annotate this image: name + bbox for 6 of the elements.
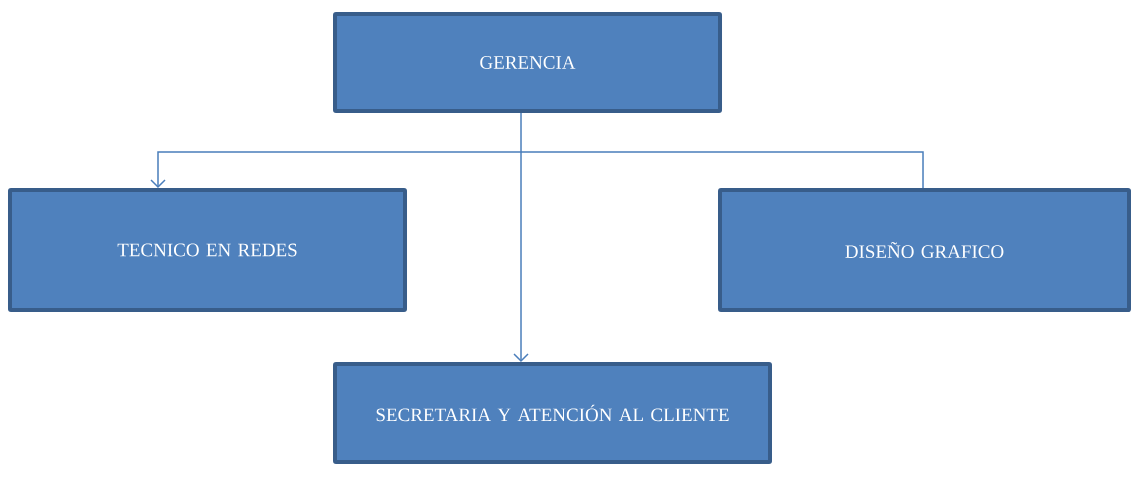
- connector-arrow: [150, 151, 924, 189]
- org-box: SECRETARIA Y ATENCIÓN AL CLIENTE: [333, 362, 772, 464]
- org-box: DISEÑO GRAFICO: [718, 188, 1131, 312]
- org-box: GERENCIA: [333, 12, 722, 113]
- connector-arrow: [513, 112, 529, 362]
- org-box: TECNICO EN REDES: [8, 188, 407, 312]
